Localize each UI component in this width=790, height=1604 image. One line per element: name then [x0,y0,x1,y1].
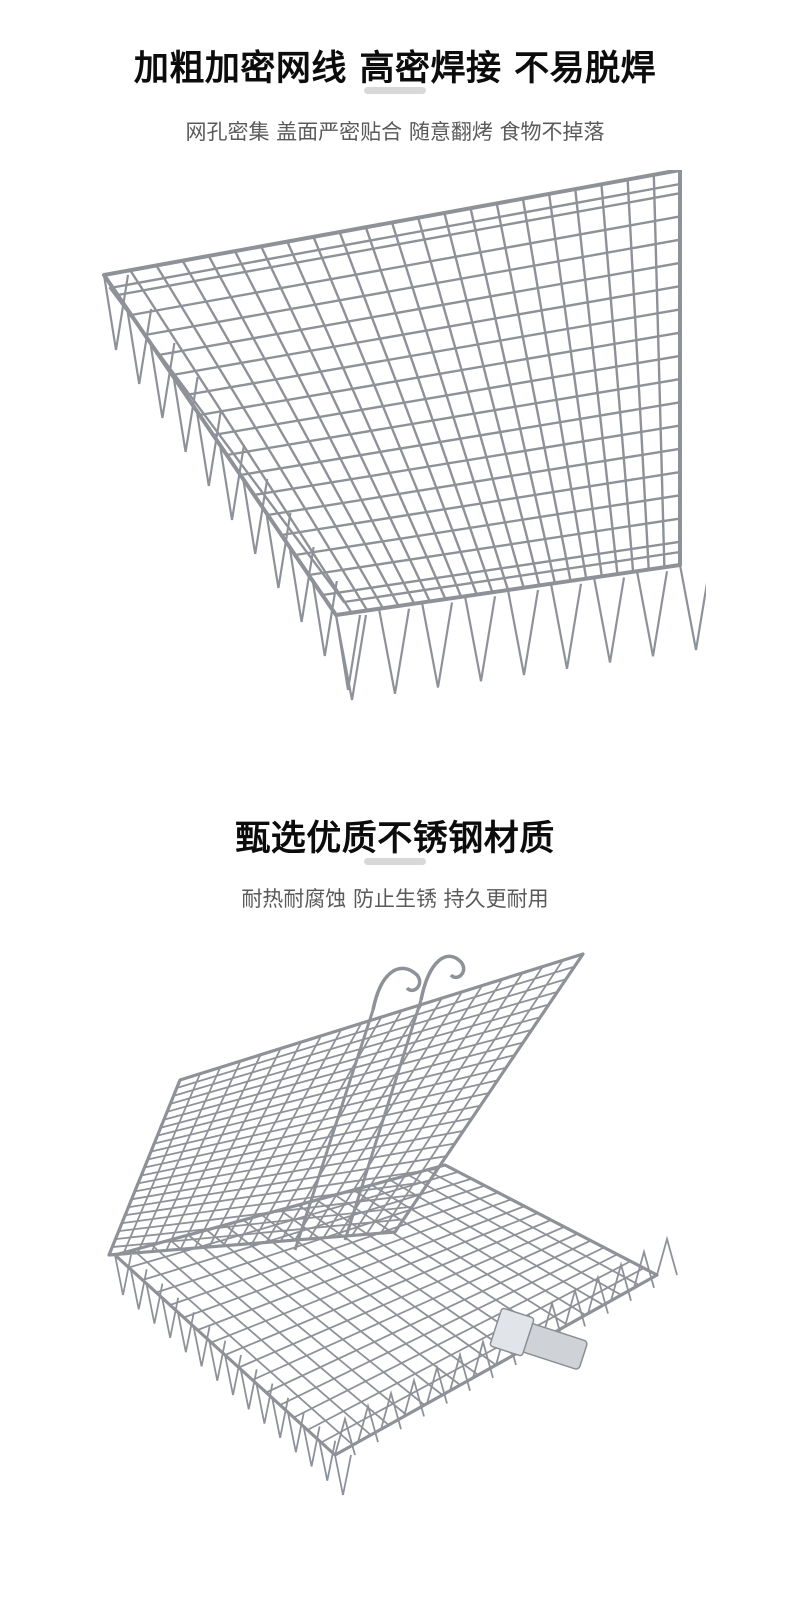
section-subline: 耐热耐腐蚀 防止生锈 持久更耐用 [241,887,549,911]
section-divider [364,858,426,865]
feature-section-mesh: 加粗加密网线 高密焊接 不易脱焊 网孔密集 盖面严密贴合 随意翻烤 食物不掉落 [0,0,790,770]
section-subline: 网孔密集 盖面严密贴合 随意翻烤 食物不掉落 [185,120,605,144]
lid-rod-left [293,1009,375,1251]
lid-hook-right [419,954,466,1001]
lid-hook-left [371,966,422,1011]
basket-side-wires [102,274,706,701]
lid-rod-right [343,999,423,1241]
mesh-inner-frame [108,182,682,604]
lid-frame [107,952,585,1257]
handle-clip-bracket [489,1307,535,1357]
lid-grid-lines [108,953,584,1256]
section-headline: 甄选优质不锈钢材质 [235,819,555,859]
tray-side-wires [114,1235,678,1496]
feature-section-material: 甄选优质不锈钢材质 耐热耐腐蚀 防止生锈 持久更耐用 [0,770,790,1604]
section-divider [364,87,426,94]
grill-basket-open-image [95,940,695,1510]
grill-basket-closeup-image [86,170,706,760]
section-headline: 加粗加密网线 高密焊接 不易脱焊 [133,49,657,89]
open-grill-basket-graphic [107,952,678,1496]
wire-mesh-closeup-graphic [102,170,706,701]
